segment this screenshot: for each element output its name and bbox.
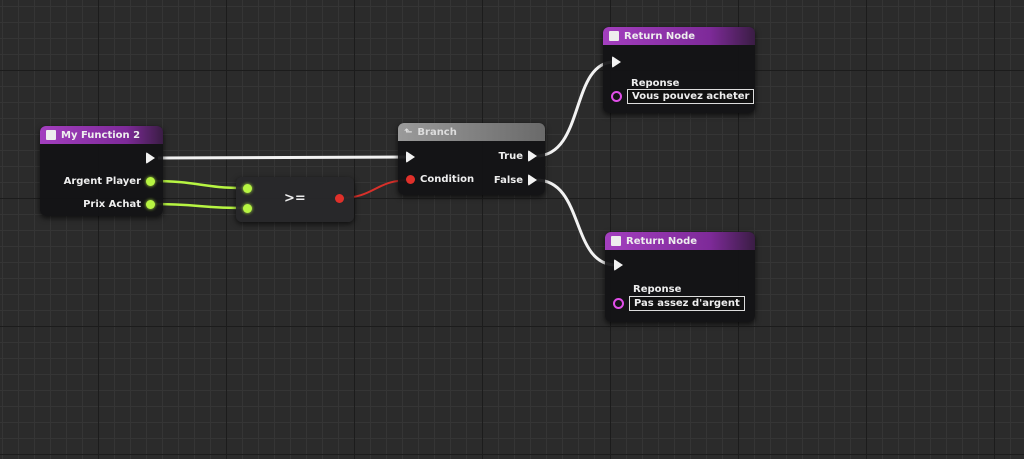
- compare-operator: >=: [284, 191, 306, 206]
- exec-wire-false: [535, 178, 617, 267]
- reponse-value-field[interactable]: Pas assez d'argent: [629, 296, 745, 311]
- condition-label: Condition: [420, 174, 475, 185]
- branch-icon: ⬑: [404, 126, 413, 138]
- return-exec-in-pin[interactable]: [612, 56, 621, 68]
- branch-header: ⬑ Branch: [398, 123, 545, 141]
- exec-out-pin[interactable]: [146, 152, 155, 164]
- exec-wire-true: [535, 60, 615, 158]
- exec-wire-entry-branch: [157, 155, 409, 160]
- condition-pin[interactable]: [406, 175, 415, 184]
- return-exec-in-pin[interactable]: [614, 259, 623, 271]
- reponse-label: Reponse: [633, 284, 682, 295]
- return-header: Return Node: [603, 27, 755, 45]
- function-title: My Function 2: [61, 129, 141, 141]
- branch-node[interactable]: ⬑ Branch Condition True False: [398, 123, 545, 195]
- false-label: False: [493, 174, 523, 186]
- return-title: Return Node: [626, 235, 698, 247]
- return-title: Return Node: [624, 30, 696, 42]
- reponse-pin[interactable]: [611, 91, 622, 102]
- return-node-true[interactable]: Return Node Reponse Vous pouvez acheter: [603, 27, 755, 113]
- return-icon: [611, 236, 621, 246]
- argent-player-pin[interactable]: [146, 177, 155, 186]
- input-label-prix: Prix Achat: [83, 199, 141, 210]
- compare-output-pin[interactable]: [335, 194, 344, 203]
- compare-node[interactable]: >=: [236, 177, 354, 222]
- branch-exec-in-pin[interactable]: [406, 151, 415, 163]
- float-wire-argent: [149, 179, 246, 190]
- return-header: Return Node: [605, 232, 755, 250]
- reponse-pin[interactable]: [613, 298, 624, 309]
- function-entry-node[interactable]: My Function 2 Argent Player Prix Achat: [40, 126, 163, 216]
- reponse-value-field[interactable]: Vous pouvez acheter: [627, 89, 755, 104]
- branch-title: Branch: [417, 126, 457, 138]
- compare-input-b-pin[interactable]: [243, 204, 252, 213]
- input-label-argent: Argent Player: [63, 176, 141, 187]
- false-exec-pin[interactable]: [528, 174, 537, 186]
- compare-input-a-pin[interactable]: [243, 184, 252, 193]
- function-icon: [46, 130, 56, 140]
- function-entry-header: My Function 2: [40, 126, 163, 144]
- return-node-false[interactable]: Return Node Reponse Pas assez d'argent: [605, 232, 755, 322]
- true-exec-pin[interactable]: [528, 150, 537, 162]
- prix-achat-pin[interactable]: [146, 200, 155, 209]
- true-label: True: [498, 150, 523, 162]
- return-icon: [609, 31, 619, 41]
- float-wire-prix: [149, 202, 246, 210]
- reponse-label: Reponse: [631, 78, 680, 89]
